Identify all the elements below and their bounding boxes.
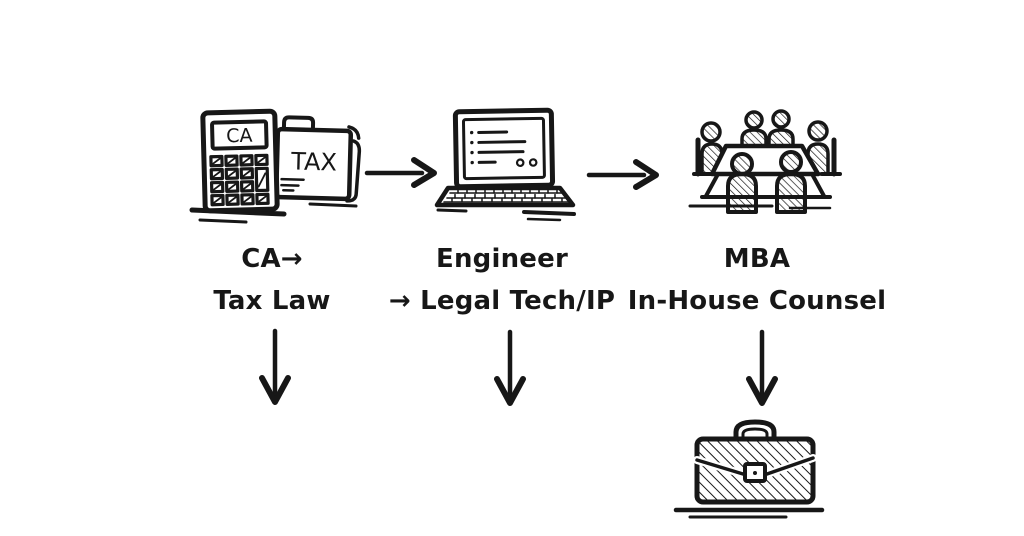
- calculator-tax-folder-icon: TAX CA: [189, 96, 368, 228]
- stage-label-ca-tax-law: CA→ Tax Law: [162, 238, 382, 322]
- stage-label-line1: Engineer: [436, 244, 568, 274]
- calculator-display-text: CA: [226, 125, 253, 148]
- arrow-right-icon: [362, 152, 442, 192]
- stage-label-engineer-legal-tech: Engineer → Legal Tech/IP: [372, 238, 632, 322]
- stage-label-line1: MBA: [723, 244, 791, 274]
- arrow-down-icon: [492, 327, 528, 415]
- stage-label-line2: Tax Law: [213, 286, 331, 316]
- briefcase-icon: [670, 414, 830, 524]
- arrow-right-icon: [582, 154, 666, 194]
- stage-label-line2: In-House Counsel: [627, 286, 887, 316]
- laptop-icon: [434, 106, 586, 228]
- meeting-table-icon: [672, 90, 862, 230]
- stage-label-line1: CA→: [241, 244, 303, 274]
- arrow-down-icon: [257, 326, 293, 414]
- folder-label-text: TAX: [290, 147, 337, 176]
- stage-label-line2: → Legal Tech/IP: [388, 286, 616, 316]
- arrow-down-icon: [744, 327, 780, 415]
- stage-label-mba-in-house-counsel: MBA In-House Counsel: [617, 238, 897, 322]
